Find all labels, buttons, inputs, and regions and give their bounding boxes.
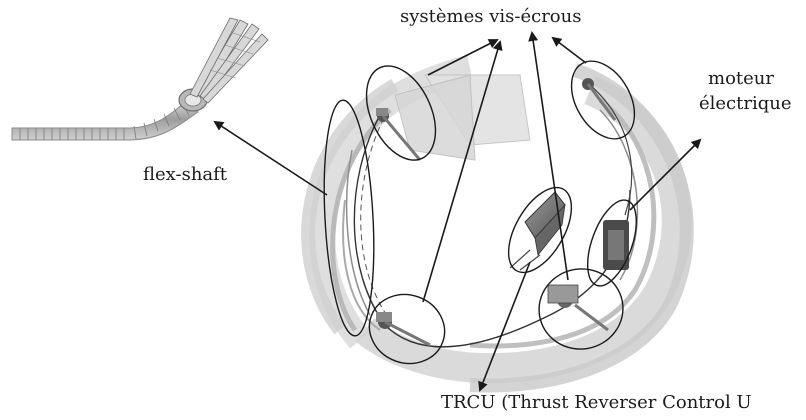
label-electrique: électrique bbox=[699, 93, 792, 115]
label-trcu: TRCU (Thrust Reverser Control U bbox=[441, 392, 752, 414]
label-systemes-vis-ecrous: systèmes vis-écrous bbox=[400, 6, 581, 28]
flex-shaft-illustration bbox=[12, 18, 268, 140]
nacelle-shell bbox=[308, 68, 687, 386]
label-moteur: moteur bbox=[708, 68, 774, 90]
arrow-flex-shaft bbox=[215, 122, 327, 195]
arrow-vis-4 bbox=[553, 38, 586, 63]
label-flex-shaft: flex-shaft bbox=[143, 164, 227, 186]
screw-nut-bottom-right bbox=[548, 285, 608, 330]
